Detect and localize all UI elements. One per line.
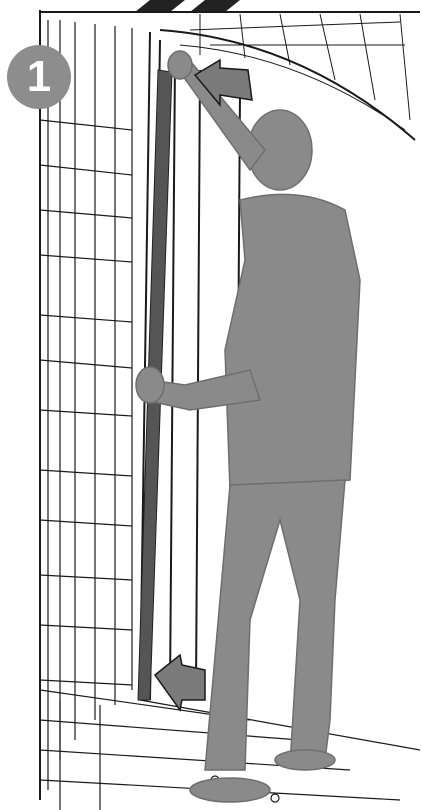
arrow-left-bottom-icon <box>155 655 205 710</box>
step-number-badge: 1 <box>7 45 71 109</box>
left-wall-panels <box>40 20 132 790</box>
top-stripes <box>135 0 240 12</box>
step-number: 1 <box>27 55 51 99</box>
